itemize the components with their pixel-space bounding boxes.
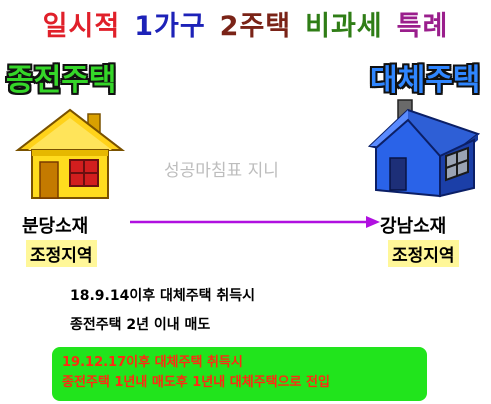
replacement-house-heading: 대체주택: [370, 63, 481, 98]
title-part-2: 1가구: [134, 11, 206, 42]
title-part-3: 2주택: [219, 11, 292, 42]
yellow-house-icon: [15, 108, 125, 199]
condition-line-1: 18.9.14이후 대체주택 취득시: [70, 288, 256, 304]
previous-house-zone: 조정지역: [26, 240, 97, 267]
replacement-house-location: 강남소재: [380, 216, 447, 237]
new-rule-line-2: 종전주택 1년내 매도후 1년내 대체주택으로 전입: [62, 375, 330, 390]
title-part-4: 비과세: [305, 11, 383, 42]
page-title: 일시적 1가구 2주택 비과세 특례: [0, 4, 491, 42]
condition-line-2: 종전주택 2년 이내 매도: [70, 317, 211, 333]
blue-house-icon: [368, 99, 480, 198]
previous-house-location: 분당소재: [22, 216, 89, 237]
title-part-1: 일시적: [42, 11, 121, 42]
new-rule-box: 19.12.17이후 대체주택 취득시 종전주택 1년내 매도후 1년내 대체주…: [52, 347, 427, 401]
previous-house-heading: 종전주택: [6, 63, 117, 98]
title-part-5: 특례: [396, 11, 449, 42]
watermark-text: 성공마침표 지니: [164, 161, 279, 181]
right-arrow-icon: [130, 216, 380, 228]
replacement-house-zone: 조정지역: [388, 240, 459, 267]
new-rule-line-1: 19.12.17이후 대체주택 취득시: [62, 355, 243, 370]
